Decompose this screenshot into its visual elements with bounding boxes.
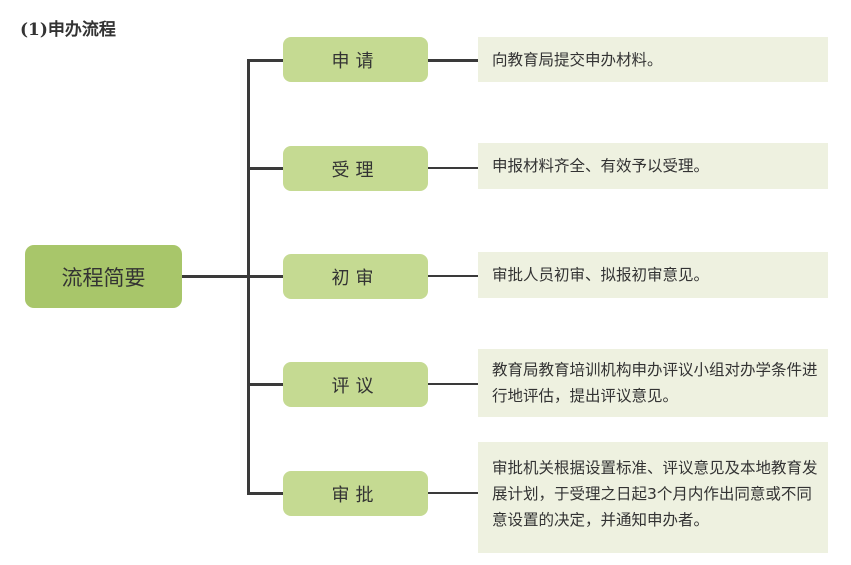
step-desc: 向教育局提交申办材料。 [478, 37, 828, 82]
root-node: 流程简要 [25, 245, 182, 308]
step-desc: 申报材料齐全、有效予以受理。 [478, 143, 828, 189]
connector-line [247, 383, 283, 386]
connector-line [428, 59, 478, 62]
step-initial-review: 初审 [283, 254, 428, 299]
connector-line [247, 275, 283, 278]
step-evaluation: 评议 [283, 362, 428, 407]
step-desc: 审批人员初审、拟报初审意见。 [478, 252, 828, 298]
connector-line [182, 275, 248, 278]
step-accept: 受理 [283, 146, 428, 191]
connector-line [428, 167, 478, 169]
connector-line [247, 167, 283, 170]
section-title: (1)申办流程 [20, 20, 116, 40]
connector-line [428, 275, 478, 277]
step-desc: 审批机关根据设置标准、评议意见及本地教育发展计划，于受理之日起3个月内作出同意或… [478, 442, 828, 553]
connector-line [428, 383, 478, 385]
connector-line [247, 59, 283, 62]
connector-line [247, 492, 283, 495]
connector-line [428, 492, 478, 494]
step-approval: 审批 [283, 471, 428, 516]
step-apply: 申请 [283, 37, 428, 82]
step-desc: 教育局教育培训机构申办评议小组对办学条件进行地评估，提出评议意见。 [478, 349, 828, 417]
